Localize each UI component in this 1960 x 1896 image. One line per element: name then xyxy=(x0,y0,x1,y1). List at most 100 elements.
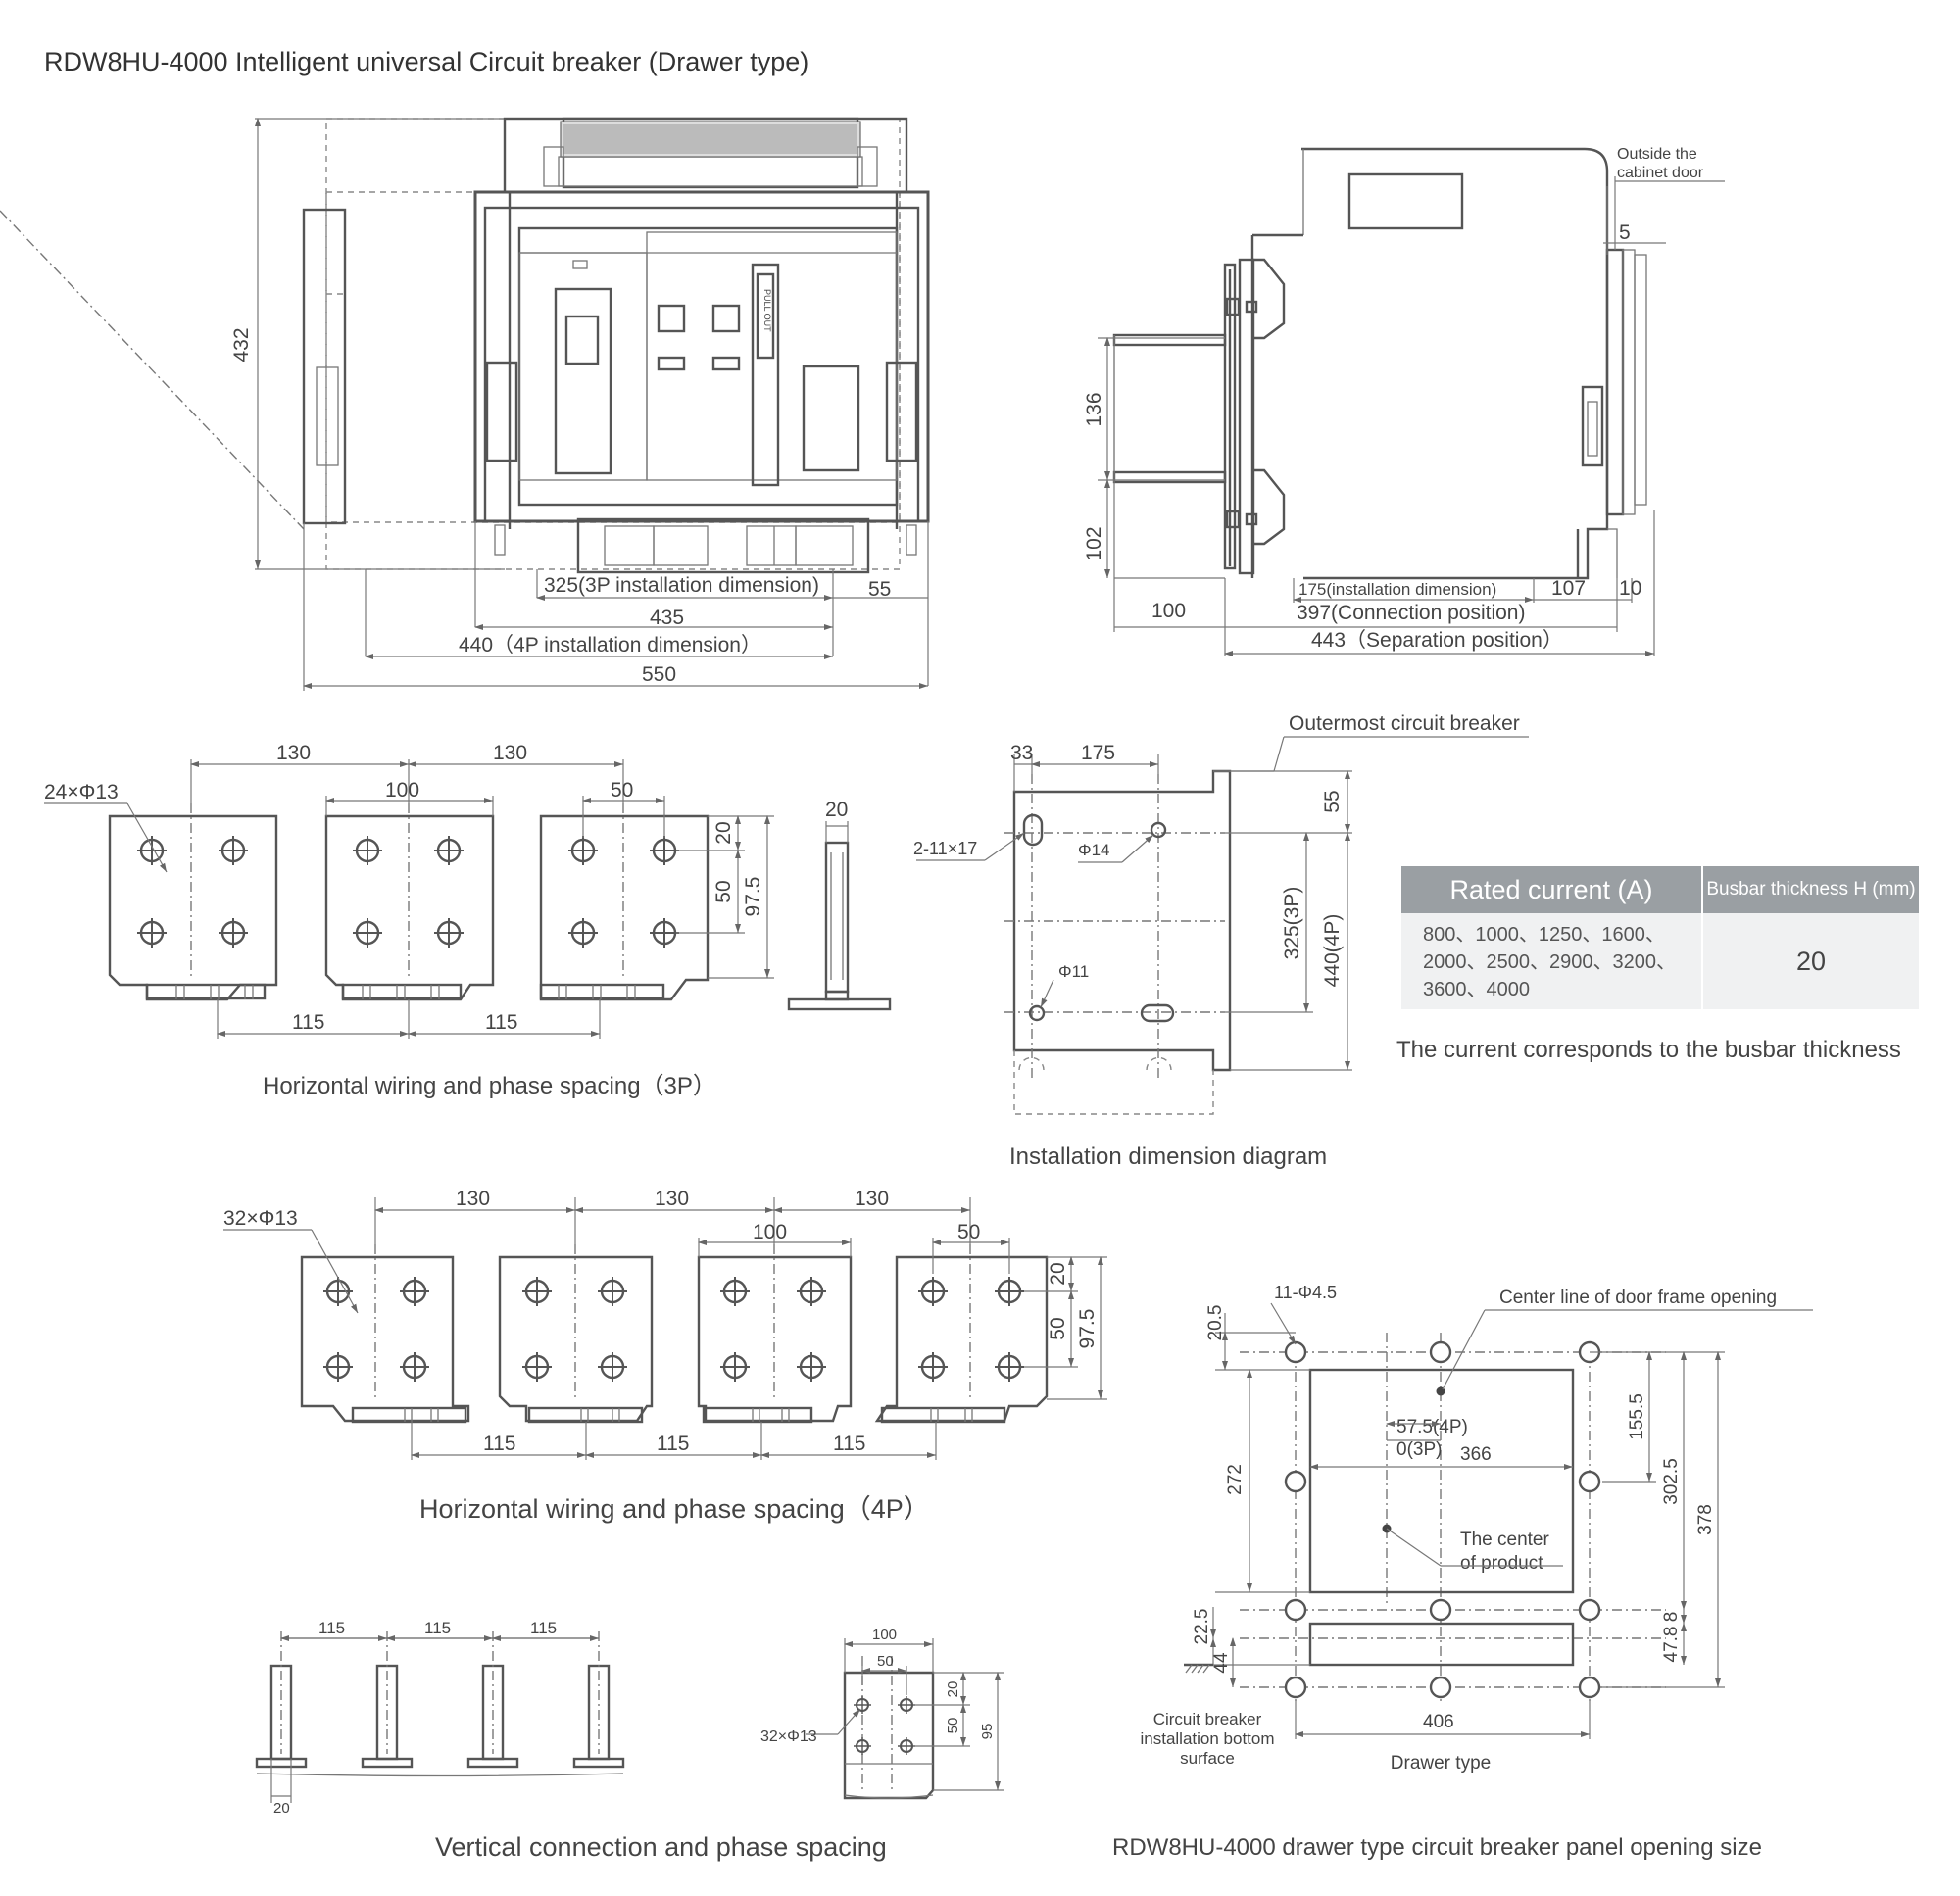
svg-text:115: 115 xyxy=(530,1619,557,1637)
svg-text:44: 44 xyxy=(1211,1652,1232,1674)
svg-text:443（Separation position）: 443（Separation position） xyxy=(1311,629,1563,652)
svg-text:550: 550 xyxy=(642,663,676,686)
svg-text:130: 130 xyxy=(855,1188,889,1210)
svg-text:155.5: 155.5 xyxy=(1627,1393,1647,1440)
svg-text:95: 95 xyxy=(979,1724,996,1740)
svg-text:102: 102 xyxy=(1083,526,1105,560)
svg-text:440(4P): 440(4P) xyxy=(1321,914,1344,988)
svg-text:20: 20 xyxy=(825,799,848,821)
svg-text:50: 50 xyxy=(945,1718,961,1734)
svg-text:47.8: 47.8 xyxy=(1661,1627,1682,1663)
svg-text:175: 175 xyxy=(1081,742,1115,764)
svg-text:302.5: 302.5 xyxy=(1661,1458,1682,1505)
horizontal-4p-diagram: 130 130 130 100 50 32×Φ13 20 50 97.5 11 xyxy=(223,1188,1107,1460)
svg-text:97.5: 97.5 xyxy=(1076,1309,1099,1349)
svg-text:100: 100 xyxy=(753,1221,787,1243)
panel-opening-diagram: 11-Φ4.5 Center line of door frame openin… xyxy=(1140,1283,1813,1774)
side-view: Outside the cabinet door 5 136 102 175(i… xyxy=(1083,146,1725,656)
svg-text:440（4P installation dimension）: 440（4P installation dimension） xyxy=(459,634,761,656)
svg-text:100: 100 xyxy=(1152,600,1186,622)
svg-text:Outermost circuit breaker: Outermost circuit breaker xyxy=(1289,712,1520,735)
svg-text:115: 115 xyxy=(318,1619,345,1637)
svg-text:32×Φ13: 32×Φ13 xyxy=(760,1728,817,1745)
svg-text:5: 5 xyxy=(1619,221,1631,244)
svg-text:366: 366 xyxy=(1460,1444,1492,1465)
svg-text:397(Connection position): 397(Connection position) xyxy=(1297,602,1525,624)
svg-text:20.5: 20.5 xyxy=(1205,1305,1226,1341)
svg-text:50: 50 xyxy=(611,779,633,802)
svg-text:325(3P installation dimension): 325(3P installation dimension) xyxy=(544,574,819,597)
svg-text:PULL OUT: PULL OUT xyxy=(762,289,772,332)
svg-text:0(3P): 0(3P) xyxy=(1396,1439,1442,1460)
svg-text:11-Φ4.5: 11-Φ4.5 xyxy=(1274,1283,1337,1302)
svg-text:50: 50 xyxy=(957,1221,980,1243)
svg-text:20: 20 xyxy=(1047,1262,1069,1285)
svg-text:Drawer type: Drawer type xyxy=(1391,1753,1491,1774)
installation-diagram: Outermost circuit breaker 33 175 55 325(… xyxy=(913,712,1529,1115)
caption-installation: Installation dimension diagram xyxy=(1009,1143,1328,1170)
svg-text:136: 136 xyxy=(1083,392,1105,426)
svg-text:57.5(4P): 57.5(4P) xyxy=(1396,1417,1468,1437)
caption-panel-opening: RDW8HU-4000 drawer type circuit breaker … xyxy=(1112,1834,1762,1861)
svg-text:406: 406 xyxy=(1423,1712,1454,1732)
svg-text:55: 55 xyxy=(1321,790,1344,812)
svg-text:378: 378 xyxy=(1695,1504,1716,1535)
table-cell-currents: 800、1000、1250、1600、 2000、2500、2900、3200、… xyxy=(1401,913,1703,1009)
svg-text:115: 115 xyxy=(424,1619,451,1637)
svg-text:130: 130 xyxy=(276,742,311,764)
svg-text:130: 130 xyxy=(456,1188,490,1210)
horizontal-3p-diagram: 130 130 100 50 24×Φ13 20 50 97.5 115 115 xyxy=(44,742,892,1039)
svg-text:installation bottom: installation bottom xyxy=(1140,1729,1274,1748)
svg-text:Circuit breaker: Circuit breaker xyxy=(1153,1710,1262,1728)
svg-text:115: 115 xyxy=(292,1011,324,1034)
svg-text:surface: surface xyxy=(1180,1749,1235,1768)
svg-text:175(installation dimension): 175(installation dimension) xyxy=(1298,580,1496,599)
svg-text:115: 115 xyxy=(657,1433,689,1455)
busbar-table: Rated current (A) Busbar thickness H (mm… xyxy=(1401,866,1919,1009)
svg-text:130: 130 xyxy=(655,1188,689,1210)
svg-text:33: 33 xyxy=(1010,742,1033,764)
svg-text:107: 107 xyxy=(1551,577,1586,600)
svg-text:272: 272 xyxy=(1225,1464,1246,1495)
table-header-rated-current: Rated current (A) xyxy=(1401,866,1703,913)
svg-text:24×Φ13: 24×Φ13 xyxy=(44,781,119,803)
svg-text:115: 115 xyxy=(485,1011,517,1034)
vertical-connection-diagram: 115 115 115 20 100 50 32×Φ13 20 50 xyxy=(255,1619,1004,1817)
table-header-busbar-thickness: Busbar thickness H (mm) xyxy=(1703,866,1919,913)
svg-text:100: 100 xyxy=(385,779,419,802)
caption-horizontal-4p: Horizontal wiring and phase spacing（4P） xyxy=(419,1494,930,1524)
svg-text:115: 115 xyxy=(833,1433,865,1455)
svg-text:20: 20 xyxy=(712,821,735,844)
svg-text:55: 55 xyxy=(868,578,891,601)
svg-text:Outside the: Outside the xyxy=(1617,146,1697,163)
svg-text:32×Φ13: 32×Φ13 xyxy=(223,1207,298,1230)
svg-text:Φ14: Φ14 xyxy=(1078,841,1109,859)
svg-text:130: 130 xyxy=(493,742,527,764)
svg-text:435: 435 xyxy=(650,607,684,629)
svg-text:50: 50 xyxy=(1047,1317,1069,1339)
svg-text:The center: The center xyxy=(1460,1530,1549,1550)
svg-text:115: 115 xyxy=(483,1433,515,1455)
svg-text:100: 100 xyxy=(872,1627,897,1643)
svg-text:cabinet door: cabinet door xyxy=(1617,165,1704,181)
front-view: 432 xyxy=(0,117,930,691)
caption-horizontal-3p: Horizontal wiring and phase spacing（3P） xyxy=(263,1073,716,1099)
svg-text:22.5: 22.5 xyxy=(1192,1609,1212,1645)
svg-text:50: 50 xyxy=(877,1653,894,1670)
svg-text:2-11×17: 2-11×17 xyxy=(913,839,977,858)
table-cell-thickness: 20 xyxy=(1795,946,1827,976)
svg-text:10: 10 xyxy=(1619,577,1642,600)
svg-text:8: 8 xyxy=(1661,1612,1682,1623)
svg-text:20: 20 xyxy=(273,1800,290,1817)
page-title: RDW8HU-4000 Intelligent universal Circui… xyxy=(44,47,809,76)
svg-text:325(3P): 325(3P) xyxy=(1281,887,1303,960)
caption-vertical: Vertical connection and phase spacing xyxy=(435,1832,887,1862)
svg-text:Center line of door frame open: Center line of door frame opening xyxy=(1499,1288,1777,1308)
svg-text:of product: of product xyxy=(1460,1553,1544,1574)
terminal-teeth xyxy=(564,124,858,154)
svg-text:50: 50 xyxy=(712,880,735,902)
table-note: The current corresponds to the busbar th… xyxy=(1396,1037,1901,1063)
svg-text:97.5: 97.5 xyxy=(742,877,764,917)
svg-text:432: 432 xyxy=(230,327,253,362)
